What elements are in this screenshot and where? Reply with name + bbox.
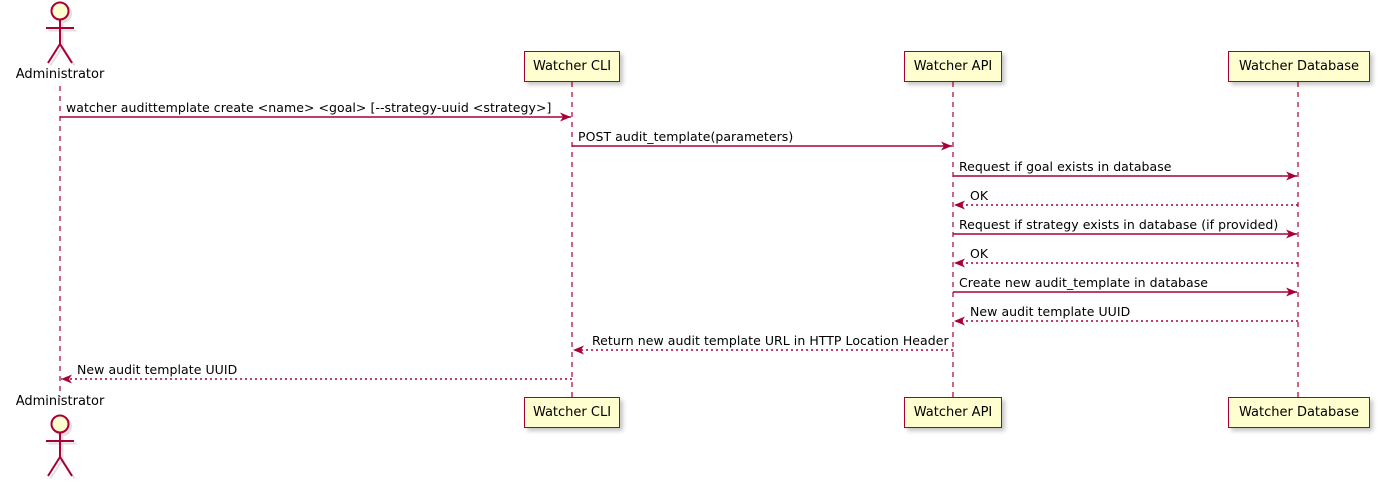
message-arrowhead-1 <box>560 112 571 122</box>
message-label-6: OK <box>970 246 989 261</box>
message-label-8: New audit template UUID <box>970 304 1131 319</box>
message-arrowhead-4 <box>954 200 965 210</box>
message-arrowhead-10 <box>61 374 72 384</box>
participant-box-watcher-cli-bottom[interactable]: Watcher CLI <box>524 397 620 428</box>
actor-leg-left <box>49 458 64 480</box>
actor-figure-administrator-top <box>46 1 74 64</box>
message-label-9: Return new audit template URL in HTTP Lo… <box>592 333 949 348</box>
participant-box-watcher-db-top[interactable]: Watcher Database <box>1228 51 1370 82</box>
participant-box-watcher-api-bottom[interactable]: Watcher API <box>904 397 1002 428</box>
actor-figures-group <box>46 1 77 480</box>
message-arrowhead-3 <box>1286 171 1297 181</box>
message-label-10: New audit template UUID <box>77 362 238 377</box>
actor-label-administrator-top: Administrator <box>15 67 105 82</box>
message-arrowhead-6 <box>954 258 965 268</box>
participant-box-watcher-db-bottom[interactable]: Watcher Database <box>1228 397 1370 428</box>
actor-label-administrator-bottom: Administrator <box>15 394 105 409</box>
message-label-3: Request if goal exists in database <box>959 159 1172 174</box>
actor-head <box>50 1 70 21</box>
message-arrows-group <box>60 112 1298 384</box>
message-arrowhead-5 <box>1286 229 1297 239</box>
message-arrowhead-8 <box>954 316 965 326</box>
actor-leg-right <box>59 456 73 477</box>
message-arrowhead-9 <box>573 345 584 355</box>
actor-leg-left <box>49 45 64 67</box>
actor-figure-administrator-bottom <box>46 414 74 477</box>
actor-leg-left <box>47 456 61 477</box>
message-label-1: watcher audittemplate create <name> <goa… <box>66 100 552 115</box>
message-arrowhead-2 <box>941 141 952 151</box>
message-label-4: OK <box>970 188 989 203</box>
actor-leg-right <box>59 43 73 64</box>
actor-leg-left <box>47 43 61 64</box>
message-label-5: Request if strategy exists in database (… <box>959 217 1279 232</box>
actor-head <box>50 414 70 434</box>
participant-box-watcher-cli-top[interactable]: Watcher CLI <box>524 51 620 82</box>
message-arrowhead-7 <box>1286 287 1297 297</box>
message-label-7: Create new audit_template in database <box>959 275 1209 290</box>
participant-box-watcher-api-top[interactable]: Watcher API <box>904 51 1002 82</box>
lifelines-group <box>59 82 1299 398</box>
message-label-2: POST audit_template(parameters) <box>578 129 794 144</box>
